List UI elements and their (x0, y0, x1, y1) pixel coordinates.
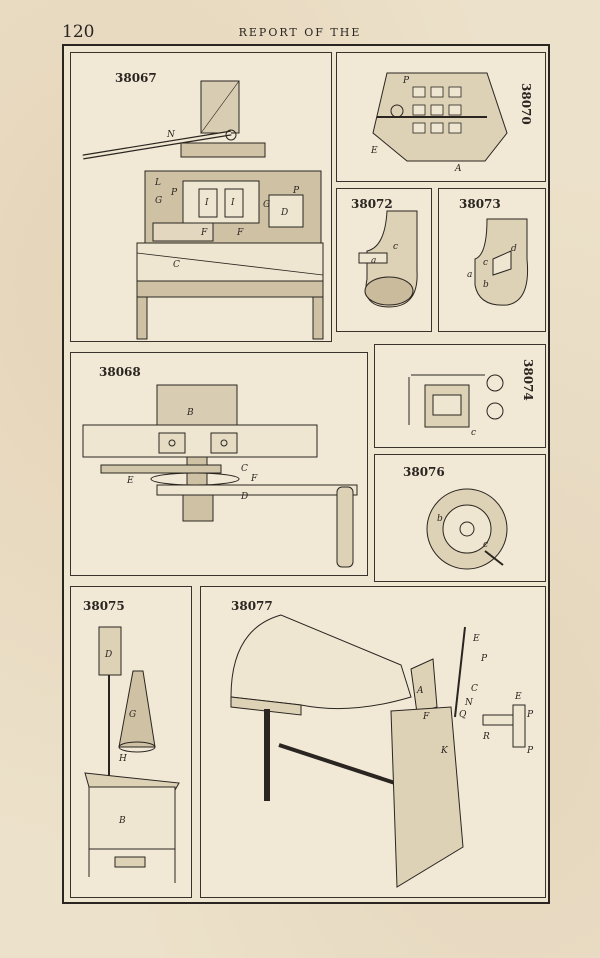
fig-38067-letter-C: C (173, 260, 180, 270)
fig-38067-letter-D: D (280, 208, 288, 218)
fig-38075-letter-D: D (104, 650, 112, 660)
fig-38068-letter-F: F (250, 474, 258, 484)
fig-38077-letter-Q: Q (459, 710, 467, 720)
page-number: 120 (62, 22, 95, 42)
fig-38075-letter-B: B (118, 816, 126, 826)
fig-38067-letter-G: G (155, 196, 162, 206)
fig-38067-letter-L: L (154, 178, 161, 188)
fig-38067-letter-F-1: F (200, 228, 208, 238)
fig-38075-letter-H: H (118, 754, 127, 764)
fig-38067-letter-N: N (166, 130, 176, 140)
fig-38067-letter-P: P (170, 188, 178, 198)
fig-38067-letter-P-2: P (292, 186, 300, 196)
figure-38077-number: 38077 (231, 599, 273, 613)
running-head: REPORT OF THE (238, 26, 362, 39)
figure-38068-number: 38068 (99, 365, 141, 379)
fig-38073-letter-c: c (483, 258, 488, 268)
fig-38075-letter-G: G (129, 710, 136, 720)
fig-38068-letter-D: D (240, 492, 248, 502)
fig-38076-letter-c: c (483, 540, 488, 550)
fig-38077-letter-E-2: E (514, 692, 522, 702)
figure-38072-panel: c a 38072 (336, 188, 432, 332)
figure-38077-panel: E P A C N Q F K E P R P 38077 (200, 586, 546, 898)
fig-38070-letter-E: E (370, 146, 378, 156)
fig-38073-letter-d: d (511, 244, 517, 254)
fig-38072-letter-a: a (371, 256, 376, 266)
figure-38072-drawing: c a (358, 210, 418, 308)
figure-38067-drawing: N L G P I I G D F F C P (82, 80, 324, 340)
fig-38077-letter-R: R (482, 732, 490, 742)
fig-38077-letter-A: A (416, 686, 424, 696)
figure-38068-panel: B E C F D 38068 (70, 352, 368, 576)
figure-38072-number: 38072 (351, 197, 393, 211)
figure-38067-number: 38067 (115, 71, 157, 85)
figure-38074-number: 38074 (521, 359, 535, 401)
fig-38072-letter-c: c (393, 242, 398, 252)
figure-plate: N L G P I I G D F F C P 38067 P E (62, 44, 550, 904)
fig-38073-letter-b: b (483, 280, 489, 290)
fig-38077-letter-P: P (480, 654, 488, 664)
fig-38077-letter-N: N (464, 698, 474, 708)
fig-38077-letter-C: C (471, 684, 478, 694)
fig-38073-letter-a: a (467, 270, 472, 280)
fig-38077-letter-K: K (440, 746, 449, 756)
figure-38075-panel: D G H B 38075 (70, 586, 192, 898)
fig-38067-letter-I-1: I (204, 198, 209, 208)
figure-38067-panel: N L G P I I G D F F C P 38067 (70, 52, 332, 342)
figure-38070-number: 38070 (519, 83, 533, 125)
figure-38076-panel: b c 38076 (374, 454, 546, 582)
figure-38068-drawing: B E C F D (82, 384, 358, 568)
figure-38070-panel: P E A 38070 (336, 52, 546, 182)
figure-38073-panel: d c a b 38073 (438, 188, 546, 332)
figure-38073-drawing: d c a b (467, 218, 529, 306)
fig-38076-letter-b: b (437, 514, 443, 524)
figure-38070-drawing: P E A (370, 72, 508, 174)
fig-38067-letter-G-2: G (263, 200, 270, 210)
fig-38070-letter-A: A (454, 164, 462, 174)
figure-38075-number: 38075 (83, 599, 125, 613)
fig-38068-letter-B: B (186, 408, 194, 418)
figure-38074-drawing: c (408, 374, 504, 438)
fig-38067-letter-I-2: I (230, 198, 235, 208)
fig-38067-letter-F-2: F (236, 228, 244, 238)
figure-38076-number: 38076 (403, 465, 445, 479)
fig-38068-letter-E: E (126, 476, 134, 486)
fig-38077-letter-E: E (472, 634, 480, 644)
fig-38070-letter-P: P (402, 76, 410, 86)
figure-38074-panel: c 38074 (374, 344, 546, 448)
figure-38077-drawing: E P A C N Q F K E P R P (230, 614, 534, 888)
fig-38077-letter-P-2: P (526, 710, 534, 720)
fig-38077-letter-F: F (422, 712, 430, 722)
fig-38068-letter-C: C (241, 464, 248, 474)
figure-38075-drawing: D G H B (84, 626, 180, 883)
figure-38076-drawing: b c (426, 488, 508, 570)
fig-38074-letter-c: c (471, 428, 476, 438)
figure-38073-number: 38073 (459, 197, 501, 211)
fig-38077-letter-P-3: P (526, 746, 534, 756)
